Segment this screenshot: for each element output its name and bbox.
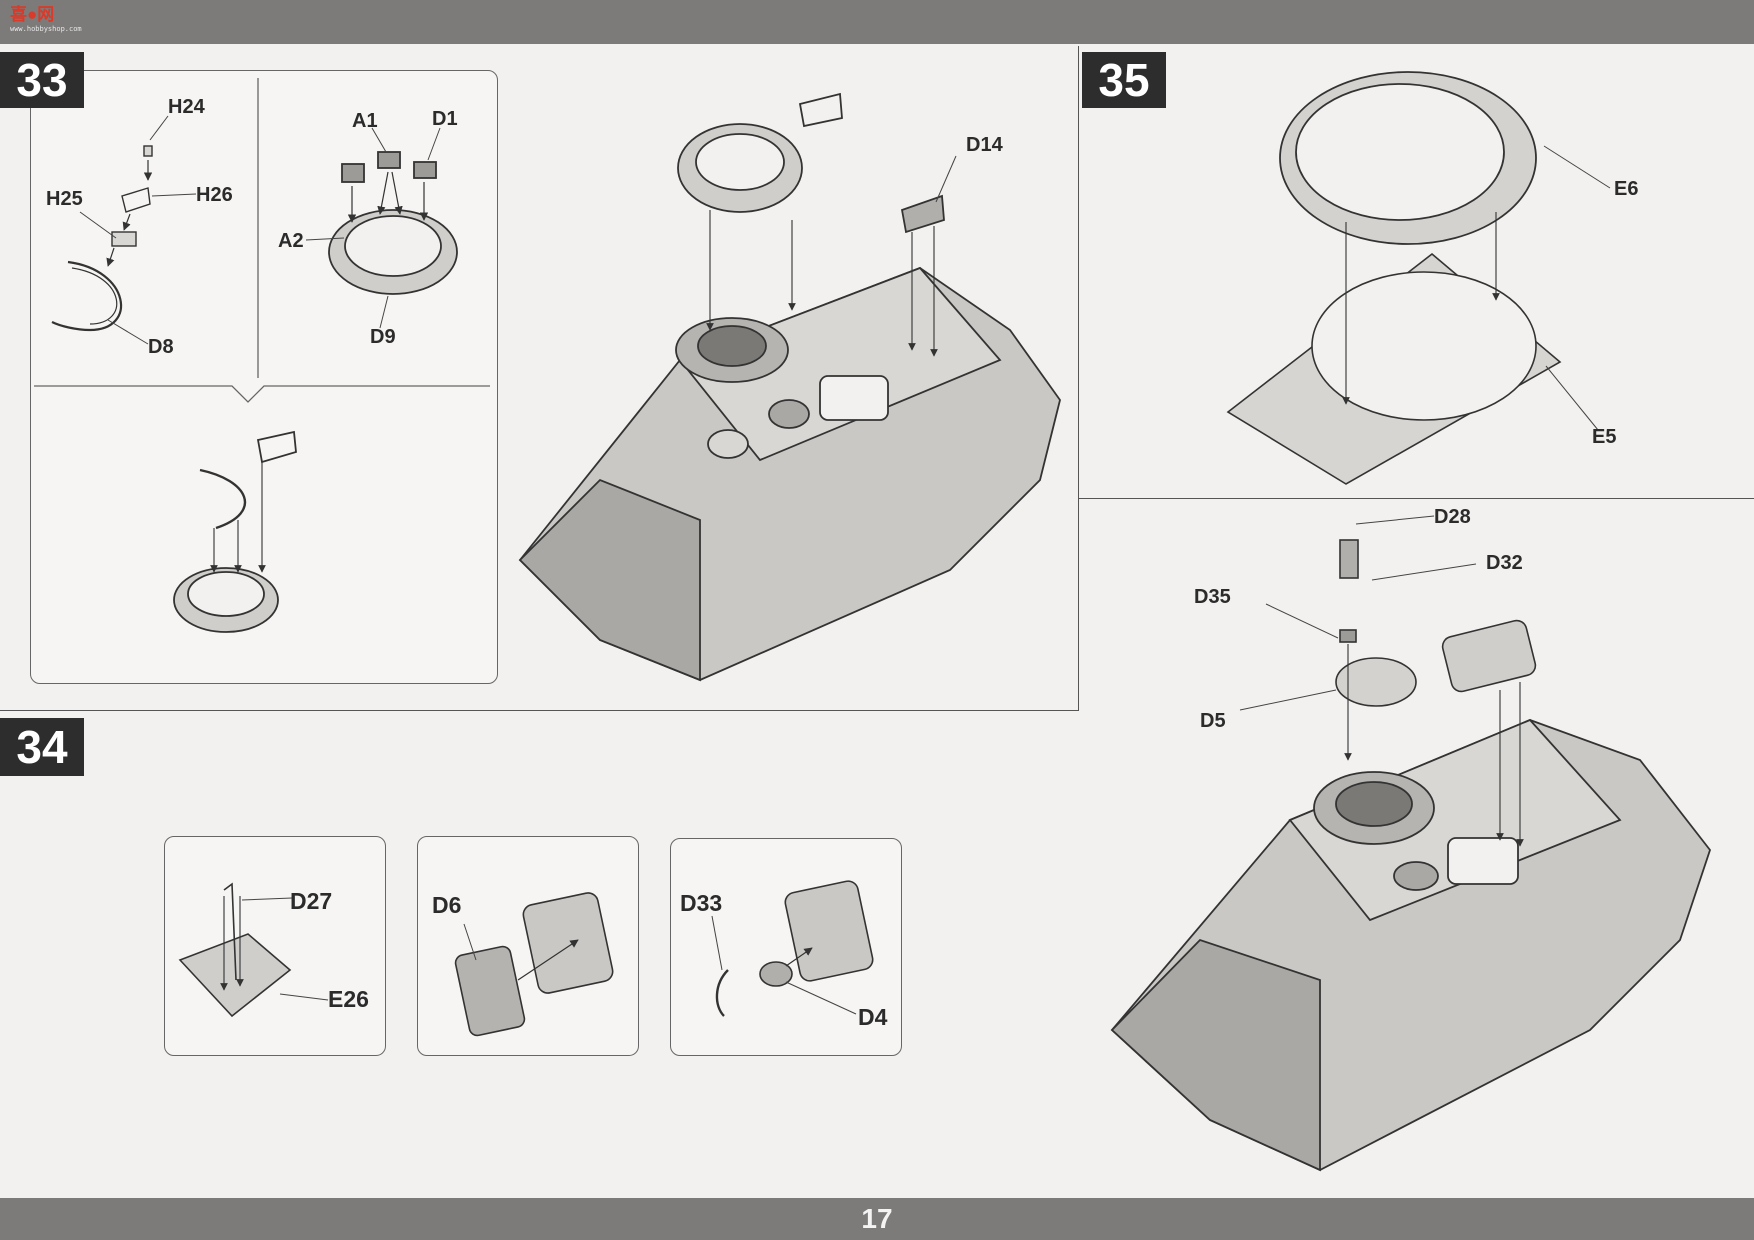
hull-step-33-ring <box>677 92 945 234</box>
label-d1: D1 <box>432 108 458 130</box>
part-e5-plate <box>1226 252 1562 485</box>
label-e5: E5 <box>1592 426 1617 448</box>
part-e6-turret-ring <box>1279 71 1537 245</box>
part-h25-h26-h24 <box>111 145 153 247</box>
footer-band <box>0 1198 1754 1240</box>
label-d4: D4 <box>858 1004 888 1030</box>
part-d5-hatch <box>1335 539 1537 707</box>
hull-step-33 <box>518 266 1061 682</box>
detail-1-art <box>178 882 292 1018</box>
label-h24: H24 <box>168 96 205 118</box>
label-d6: D6 <box>432 892 462 918</box>
detail-2-art <box>454 892 614 1037</box>
header-band <box>0 0 1754 44</box>
label-a1: A1 <box>352 110 378 132</box>
label-e26: E26 <box>328 986 369 1012</box>
label-d32: D32 <box>1486 552 1523 574</box>
step-33-badge: 33 <box>0 52 84 108</box>
subassembly-combined <box>173 430 297 633</box>
label-h25: H25 <box>46 188 83 210</box>
step-34-detail-box-1 <box>164 836 386 1056</box>
label-a2: A2 <box>278 230 304 252</box>
label-d8: D8 <box>148 336 174 358</box>
label-d27: D27 <box>290 888 333 914</box>
step-35-frame <box>1078 498 1754 499</box>
label-e6: E6 <box>1614 178 1639 200</box>
detail-3-art <box>715 880 874 1017</box>
step-34-badge: 34 <box>0 718 84 776</box>
hull-step-35 <box>1110 718 1712 1172</box>
label-d33: D33 <box>680 890 723 916</box>
watermark-logo: 喜●网 www.hobbyshop.com <box>10 5 82 34</box>
label-d5: D5 <box>1200 710 1226 732</box>
label-d35: D35 <box>1194 586 1231 608</box>
label-d14: D14 <box>966 134 1003 156</box>
part-d9-ring <box>328 151 458 295</box>
label-d28: D28 <box>1434 506 1471 528</box>
subassembly-divider <box>34 78 490 403</box>
step-33-frame <box>0 46 1079 711</box>
page-number: 17 <box>861 1203 893 1234</box>
label-d9: D9 <box>370 326 396 348</box>
label-h26: H26 <box>196 184 233 206</box>
step-35-badge: 35 <box>1082 52 1166 108</box>
part-d8-ring <box>51 260 123 332</box>
